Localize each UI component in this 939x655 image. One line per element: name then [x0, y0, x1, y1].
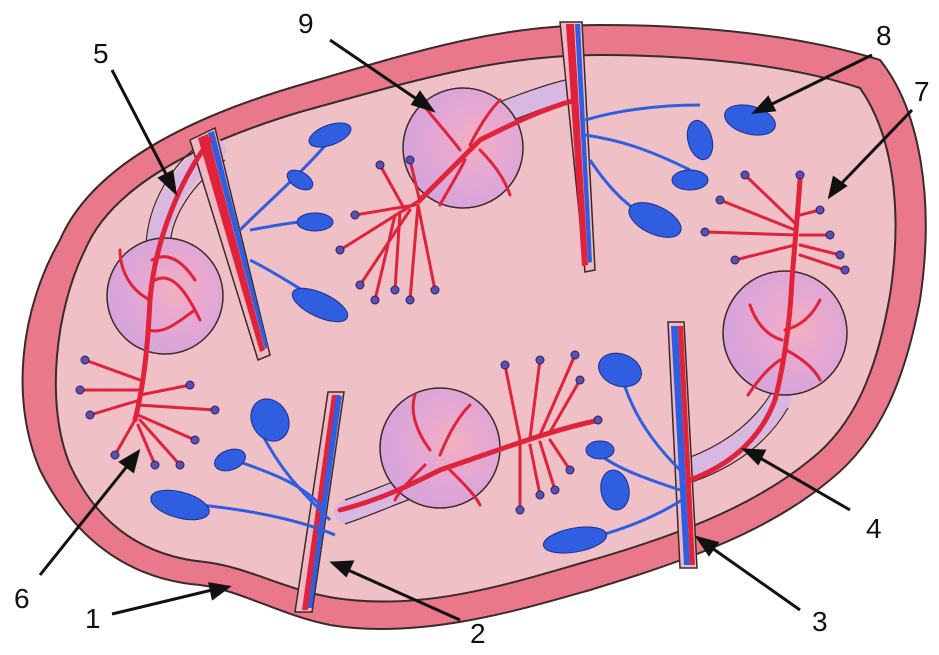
- label-5: 5: [93, 40, 109, 68]
- label-4: 4: [866, 515, 882, 543]
- label-6: 6: [14, 585, 30, 613]
- label-1: 1: [85, 605, 101, 633]
- label-7: 7: [914, 78, 930, 106]
- label-3: 3: [812, 608, 828, 636]
- label-9: 9: [298, 10, 314, 38]
- label-8: 8: [876, 22, 892, 50]
- label-2: 2: [470, 620, 486, 648]
